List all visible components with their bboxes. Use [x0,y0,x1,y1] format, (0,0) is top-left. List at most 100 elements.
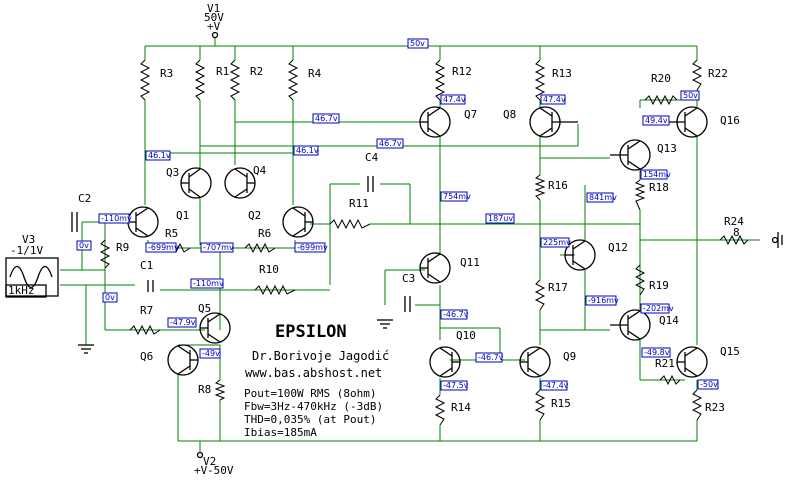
v2-node: +V [194,464,208,477]
grounds [78,232,783,354]
Q16 [660,106,708,138]
R20 [644,94,678,106]
R23 [691,389,703,421]
lbl-R21: R21 [655,357,675,370]
author-website: www.bas.abshost.net [245,366,382,380]
vl-q7-c: 754mv [443,192,471,201]
vl-q13-e: 154mv [643,170,671,179]
v2-value: -50V [207,464,234,477]
vl-q15-b: -49.8v [644,348,670,357]
lbl-R5: R5 [165,227,178,240]
lbl-R12: R12 [452,65,472,78]
Q13 [610,139,651,171]
resistors [99,59,749,426]
vl-q6-b: -49v [202,349,220,358]
vl-q5-b: -47.9v [170,318,196,327]
lbl-R24: R24 [724,215,744,228]
lbl-R9: R9 [116,241,129,254]
vl-q10-e: -47.5v [443,381,469,390]
v3-value: -1/1V [10,244,43,257]
lbl-Q1: Q1 [176,209,189,222]
vl-q16-c: 50v [683,91,698,100]
spec-fbw: Fbw=3Hz-470kHz (-3dB) [244,400,383,413]
Q6 [167,344,199,376]
R11 [329,218,371,230]
lbl-R24-value: 8 [733,226,740,239]
vl-q8-b: 46.7v [379,139,402,148]
circuit-title: EPSILON [275,322,347,342]
lbl-R7: R7 [140,304,153,317]
spec-pout: Pout=100W RMS (8ohm) [244,387,376,400]
R24 [719,234,749,246]
lbl-R22: R22 [708,67,728,80]
wires [60,37,760,452]
vl-q15-e: -50v [700,380,718,389]
lbl-C2: C2 [78,192,91,205]
vl-in-gnd: 0v [105,293,115,302]
v3-name: V3 [22,233,35,246]
vl-q12-b: 225mv [543,238,571,247]
vl-fb-node: -110mv [193,279,224,288]
v1-name: V1 [207,2,220,15]
lbl-R23: R23 [705,401,725,414]
lbl-R10: R10 [259,263,279,276]
R16 [534,174,546,201]
lbl-Q16: Q16 [720,114,740,127]
Q2 [282,206,314,238]
vl-q4-c: 46.1v [296,146,319,155]
lbl-Q4: Q4 [253,164,267,177]
lbl-R2: R2 [250,65,263,78]
lbl-R13: R13 [552,67,572,80]
Q15 [676,346,708,378]
lbl-R19: R19 [649,279,669,292]
R10 [254,284,296,296]
vl-q2-e: -699mv [297,243,328,252]
v3-source [5,257,59,298]
lbl-R15: R15 [551,397,571,410]
spec-thd: THD=0,035% (at Pout) [244,413,376,426]
Q4 [224,167,256,199]
Q9 [519,346,551,378]
R8 [214,379,226,401]
Q5 [199,312,231,344]
lbl-Q7: Q7 [464,108,477,121]
lbl-Q3: Q3 [166,166,179,179]
vl-q14-e: -202mv [643,304,674,313]
R14 [434,394,446,426]
R3 [139,59,151,101]
lbl-R17: R17 [548,281,568,294]
lbl-R20: R20 [651,72,671,85]
lbl-Q14: Q14 [659,314,679,327]
lbl-R3: R3 [160,67,173,80]
out-terminal [771,236,779,244]
Q10 [429,346,461,378]
Q12 [564,239,596,271]
lbl-Q5: Q5 [198,302,211,315]
v1-value: 50V [204,11,224,24]
vl-q1-e: -699mv [148,243,179,252]
capacitors [71,176,411,312]
v2-terminal [196,451,204,459]
author-name: Dr.Borivoje Jagodić [252,349,389,363]
vl-out-node: 187uv [488,214,513,223]
Q8 [529,106,578,138]
R21 [659,374,681,386]
Q7 [419,106,451,138]
spec-ibias: Ibias=185mA [244,426,317,439]
lbl-R8: R8 [198,383,211,396]
lbl-C4: C4 [365,151,379,164]
vl-q7-e: 47.4v [443,95,466,104]
lbl-Q12: Q12 [608,241,628,254]
vl-q12-c: 841mv [589,193,617,202]
R6 [244,242,276,254]
lbl-R14: R14 [451,401,471,414]
R2 [229,59,241,101]
lbl-R1: R1 [216,65,229,78]
vl-q2-b: -707mv [203,243,234,252]
lbl-R11: R11 [349,197,369,210]
R22 [691,59,703,91]
vl-c2-node: 0v [79,241,89,250]
v1-node: +V [207,20,221,33]
vl-q13-c: 49.4v [645,116,668,125]
lbl-R16: R16 [548,179,568,192]
